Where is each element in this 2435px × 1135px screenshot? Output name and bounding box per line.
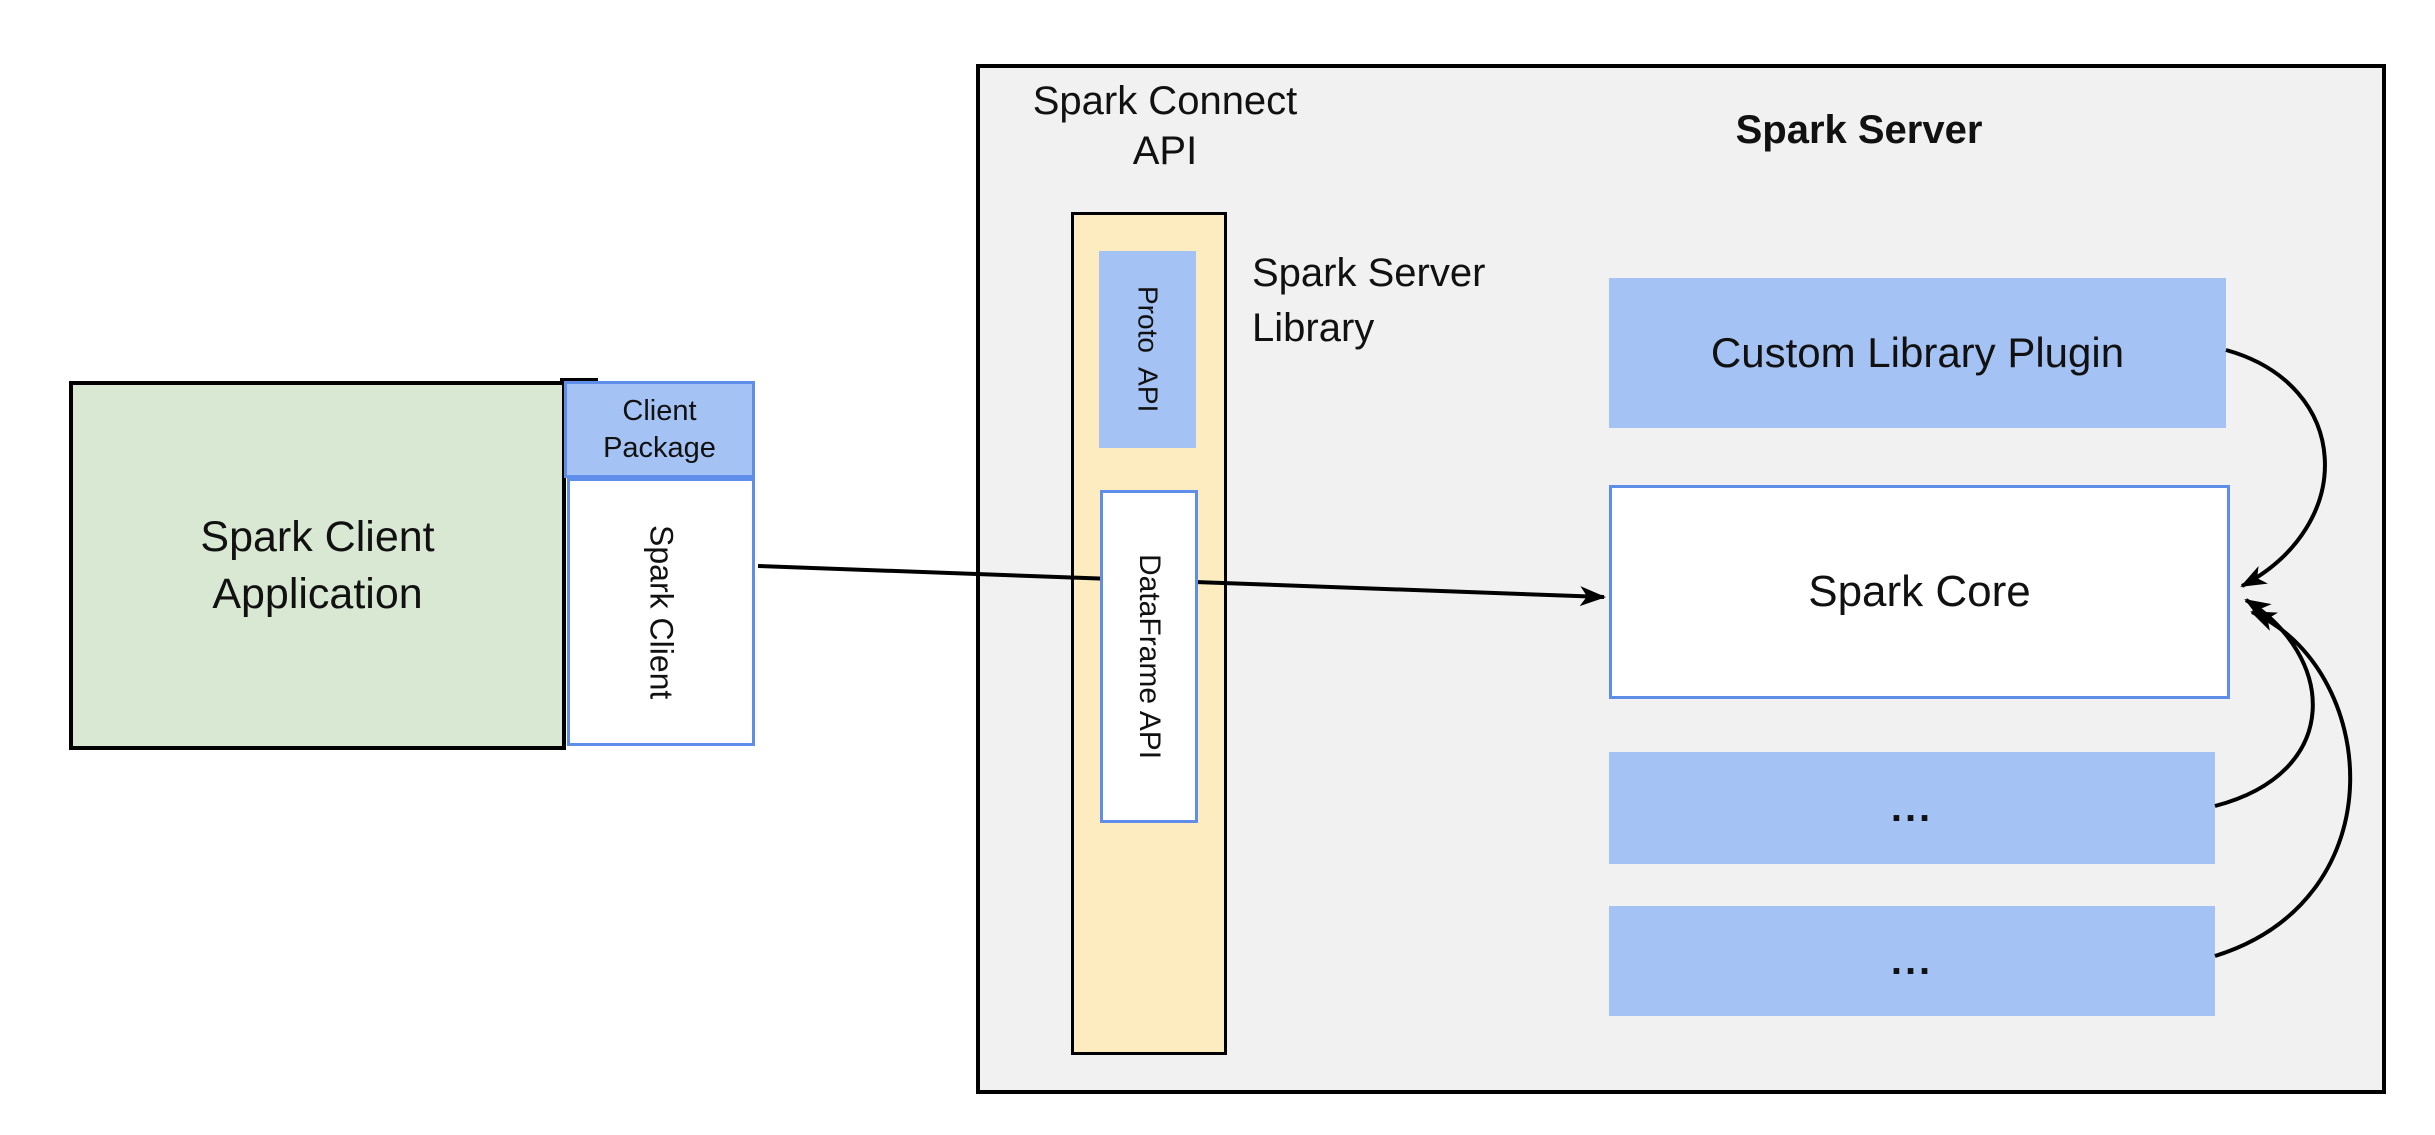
- spark-server-title: Spark Server: [1735, 108, 1983, 152]
- spark-client-application-box: Spark Client Application: [69, 381, 566, 750]
- plugin-placeholder-box-2: ...: [1609, 906, 2215, 1016]
- spark-server-library-label-line2: Library: [1252, 306, 1375, 350]
- client-package-label-line2: Package: [603, 431, 716, 464]
- spark-server-library-label: Spark Server Library: [1252, 246, 1612, 356]
- spark-client-application-label-line1: Spark Client: [200, 512, 435, 561]
- spark-core-box: Spark Core: [1609, 485, 2230, 699]
- dataframe-api-label: DataFrame API: [1133, 553, 1166, 760]
- spark-connect-api-title: Spark Connect API: [995, 76, 1335, 176]
- client-package-box: Client Package: [564, 381, 755, 478]
- plugin-placeholder-box-1: ...: [1609, 752, 2215, 864]
- custom-library-plugin-box: Custom Library Plugin: [1609, 278, 2226, 428]
- client-package-label-line1: Client: [622, 394, 697, 427]
- dataframe-api-box: DataFrame API: [1100, 490, 1198, 823]
- proto-api-box: Proto API: [1099, 251, 1196, 448]
- green-box-border-stub: [560, 378, 598, 382]
- spark-connect-api-title-line1: Spark Connect: [1032, 79, 1298, 123]
- proto-api-label: Proto API: [1132, 286, 1164, 413]
- spark-client-application-label-line2: Application: [212, 569, 423, 618]
- spark-server-library-label-line1: Spark Server: [1252, 251, 1486, 295]
- spark-client-label: Spark Client: [643, 524, 680, 700]
- spark-connect-api-title-line2: API: [1132, 129, 1198, 173]
- spark-client-box: Spark Client: [567, 478, 755, 746]
